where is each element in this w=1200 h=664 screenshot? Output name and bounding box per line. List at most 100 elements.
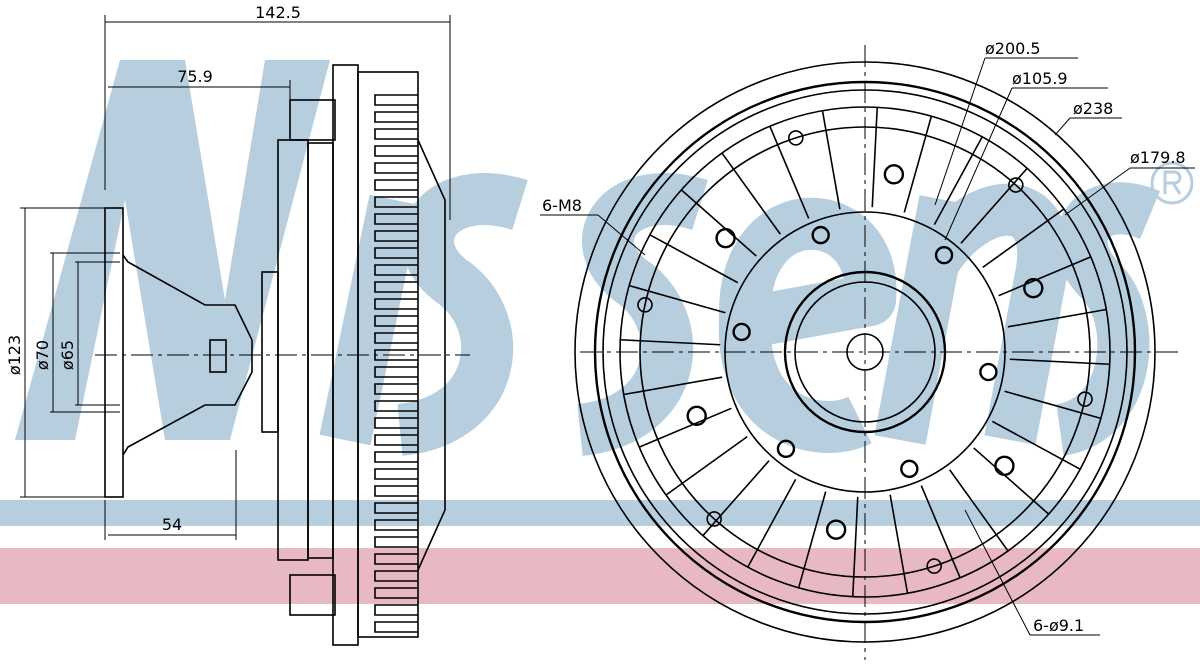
- watermark-band-pink: [0, 548, 1200, 604]
- rib: [620, 338, 721, 346]
- dim-pilot-diameter: ø70: [33, 340, 52, 370]
- rib: [982, 208, 1065, 269]
- rib: [721, 152, 782, 235]
- cooling-fin: [374, 179, 418, 191]
- cooling-fin: [374, 298, 418, 310]
- dim-through-holes: 6-ø9.1: [1033, 616, 1084, 635]
- rib: [623, 376, 723, 396]
- side-view: 142.5 75.9 54 ø123 ø70 ø65: [5, 3, 470, 646]
- cooling-fin: [374, 485, 418, 497]
- rib: [973, 447, 1050, 515]
- rib: [638, 407, 732, 448]
- dim-overall-length: 142.5: [255, 3, 301, 22]
- through-hole: [715, 227, 736, 249]
- rib: [991, 420, 1081, 470]
- cooling-fin: [374, 366, 418, 378]
- through-hole: [883, 164, 905, 185]
- rib: [1004, 390, 1102, 420]
- threaded-hole: [926, 558, 942, 574]
- cooling-fin: [374, 434, 418, 446]
- rib: [903, 115, 933, 213]
- rib: [769, 125, 810, 219]
- rib: [680, 189, 757, 257]
- cooling-fin: [374, 281, 418, 293]
- bolt-hole: [732, 322, 751, 342]
- dim-flange-depth: 54: [162, 515, 182, 534]
- rib: [1009, 358, 1110, 366]
- cooling-fin: [374, 162, 418, 174]
- watermark-band-blue: [0, 500, 1200, 526]
- threaded-hole: [637, 297, 653, 313]
- cooling-fin: [374, 383, 418, 395]
- rib: [649, 234, 739, 284]
- watermark-letter-s: [1054, 182, 1160, 456]
- dim-bore-diameter: ø65: [58, 340, 77, 370]
- cooling-fin: [374, 536, 418, 548]
- cooling-fin: [374, 417, 418, 429]
- watermark-letter-n: [15, 60, 330, 440]
- watermark-letter-e: [718, 197, 897, 453]
- threaded-hole: [1077, 391, 1093, 407]
- cooling-fin: [374, 621, 418, 633]
- rib: [1007, 308, 1107, 328]
- bolt-hole: [900, 459, 919, 479]
- cooling-fin: [374, 468, 418, 480]
- cooling-fin: [374, 213, 418, 225]
- cooling-fin: [374, 247, 418, 259]
- through-hole: [686, 405, 707, 427]
- threaded-hole: [1008, 177, 1024, 193]
- cooling-fin: [374, 332, 418, 344]
- cooling-fin: [374, 230, 418, 242]
- cooling-fin: [374, 315, 418, 327]
- dim-diameter-179: ø179.8: [1130, 148, 1186, 167]
- rib: [702, 460, 770, 537]
- rib: [797, 491, 827, 589]
- dim-flange-diameter: ø123: [5, 335, 24, 375]
- threaded-hole: [706, 511, 722, 527]
- rib: [998, 256, 1092, 297]
- cooling-fin: [374, 502, 418, 514]
- cooling-fin: [374, 553, 418, 565]
- cooling-fin: [374, 94, 418, 106]
- cooling-fin: [374, 604, 418, 616]
- cooling-fin: [374, 400, 418, 412]
- dim-thread-holes: 6-M8: [542, 196, 582, 215]
- rib: [851, 496, 859, 597]
- cooling-fin: [374, 519, 418, 531]
- bolt-hole: [979, 362, 998, 382]
- rib: [665, 435, 748, 496]
- through-hole: [994, 455, 1015, 477]
- cooling-fin: [374, 451, 418, 463]
- watermark-letter-n: [874, 183, 1070, 445]
- rib: [871, 107, 879, 208]
- cooling-fin: [374, 587, 418, 599]
- dim-hub-length: 75.9: [177, 67, 213, 86]
- cooling-fin: [374, 570, 418, 582]
- cooling-fin: [374, 349, 418, 361]
- cooling-fin: [374, 128, 418, 140]
- cooling-fin: [374, 264, 418, 276]
- rib: [933, 136, 983, 226]
- registered-mark-icon: [1150, 161, 1194, 205]
- rib: [628, 284, 726, 314]
- watermark-letter-s: [396, 173, 528, 456]
- cooling-fin: [374, 111, 418, 123]
- rib: [948, 469, 1009, 552]
- front-view: ø200.5 ø105.9 ø238 ø179.8 6-M8 6-ø9.1: [540, 39, 1195, 660]
- rib: [920, 485, 961, 579]
- rib: [747, 478, 797, 568]
- rib: [889, 494, 909, 594]
- bolt-hole: [776, 439, 796, 459]
- cooling-fin: [374, 196, 418, 208]
- rib: [960, 167, 1028, 244]
- through-hole: [1023, 277, 1044, 299]
- dim-diameter-105: ø105.9: [1012, 69, 1068, 88]
- dim-diameter-200: ø200.5: [985, 39, 1041, 58]
- rib: [821, 110, 841, 210]
- bolt-hole: [811, 225, 830, 245]
- bolt-hole: [934, 245, 954, 265]
- dim-diameter-outer: ø238: [1073, 99, 1113, 118]
- watermark-letter-i: [319, 194, 421, 446]
- through-hole: [825, 519, 847, 540]
